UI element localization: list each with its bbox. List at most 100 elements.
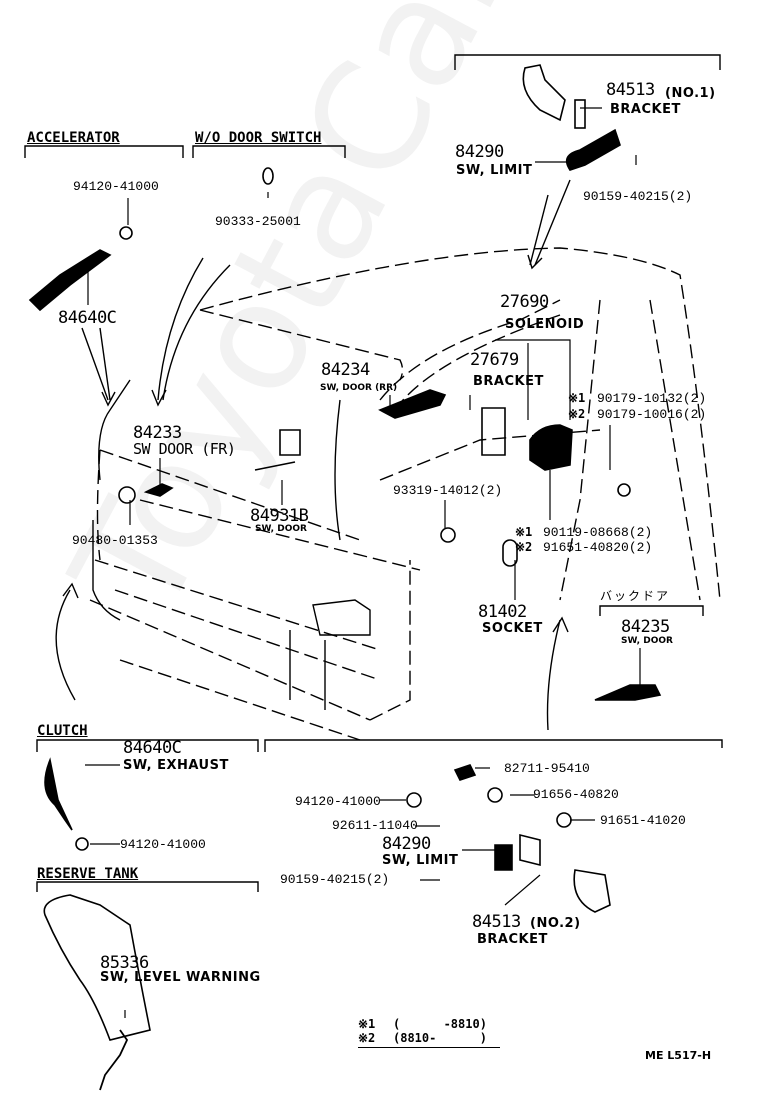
nut-n-acc (119, 226, 133, 240)
door-switch-rr-glyph (378, 389, 447, 419)
part-84513-no2-name: BRACKET (477, 932, 548, 947)
part-91651-41020[interactable]: 91651-41020 (600, 813, 686, 828)
part-90333[interactable]: 90333-25001 (215, 214, 301, 229)
part-84290-bot-number[interactable]: 84290 (382, 834, 431, 854)
part-84234-name: SW, DOOR (RR) (320, 383, 398, 393)
footnote-2-range: (8810- ) (393, 1031, 487, 1045)
part-84233-number[interactable]: 84233 (133, 423, 182, 443)
door-switch-fr-glyph (143, 483, 174, 497)
part-84233-name: SW DOOR (FR) (133, 440, 236, 458)
plug-82711 (453, 764, 477, 781)
section-reserve-tank: RESERVE TANK (37, 866, 139, 882)
level-switch-glyph (99, 1029, 129, 1091)
part-27690-number[interactable]: 27690 (500, 292, 549, 312)
section-wo-door-switch: W/O DOOR SWITCH (195, 130, 322, 146)
section-back-door: バックドア (600, 589, 671, 603)
part-glyphs (28, 64, 662, 1091)
reserve-tank-glyph (43, 894, 151, 1041)
bracket-limit (264, 739, 723, 752)
bracket-top-right (454, 54, 721, 70)
part-92611[interactable]: 92611-11040 (332, 818, 418, 833)
solenoid-bracket-glyph (481, 407, 506, 456)
part-90159-top[interactable]: 90159-40215(2) (583, 189, 693, 204)
part-27690-name: SOLENOID (505, 317, 585, 332)
bracket-clutch (36, 739, 259, 752)
bolt-b-91656 (487, 787, 503, 803)
part-90119-mark: ※1 (515, 525, 533, 539)
part-93319[interactable]: 93319-14012(2) (393, 483, 503, 498)
footnote-1-mark: ※1 (358, 1017, 376, 1031)
part-94120-limit[interactable]: 94120-41000 (295, 794, 381, 809)
part-84513-no2-suffix: (NO.2) (530, 916, 581, 931)
arrows (55, 179, 571, 731)
part-84513-no1-suffix: (NO.1) (665, 86, 716, 101)
part-84513-no2-number[interactable]: 84513 (472, 912, 521, 932)
bracket-no2-glyph (573, 869, 611, 913)
part-84640c-acc[interactable]: 84640C (58, 308, 117, 328)
part-84931b-number[interactable]: 84931B (250, 506, 309, 526)
limit-switch-bot-glyph (494, 844, 513, 871)
part-84234-number[interactable]: 84234 (321, 360, 370, 380)
bolt-b-91651 (556, 812, 572, 828)
part-91651-40820-mark: ※2 (515, 540, 533, 554)
part-85336-name: SW, LEVEL WARNING (100, 970, 261, 985)
part-27679-name: BRACKET (473, 374, 544, 389)
part-84290-top-number[interactable]: 84290 (455, 142, 504, 162)
part-91656[interactable]: 91656-40820 (533, 787, 619, 802)
socket-81402-glyph (502, 539, 518, 567)
bracket-reserve-tank (36, 881, 259, 892)
part-81402-name: SOCKET (482, 621, 543, 636)
solenoid-glyph (529, 424, 573, 471)
part-94120-clutch[interactable]: 94120-41000 (120, 837, 206, 852)
diagram-code: ME L517-H (645, 1049, 712, 1062)
part-90119[interactable]: 90119-08668(2) (543, 525, 653, 540)
bracket-no1-glyph (522, 64, 566, 122)
vehicle-body-solid (92, 379, 371, 710)
part-90179-1[interactable]: 90179-10132(2) (597, 391, 707, 406)
part-82711[interactable]: 82711-95410 (504, 761, 590, 776)
nut-90179 (617, 483, 631, 497)
part-84931b-name: SW, DOOR (255, 524, 307, 534)
bracket-no2-plate (519, 833, 541, 867)
limit-switch-top-glyph (565, 128, 621, 171)
footnote-2-mark: ※2 (358, 1031, 376, 1045)
footnote-table: ※1 ( -8810) ※2 (8810- ) (358, 1017, 500, 1048)
cap-90480 (118, 486, 136, 504)
part-90179-2-mark: ※2 (568, 407, 586, 421)
bracket-wo-door-switch (192, 145, 346, 158)
nut-n-limit (406, 792, 422, 808)
bracket-accelerator (24, 145, 184, 158)
screw-s (440, 527, 456, 543)
part-94120-acc[interactable]: 94120-41000 (73, 179, 159, 194)
part-84640c-clutch-number[interactable]: 84640C (123, 738, 182, 758)
nut-n-clutch (75, 837, 89, 851)
part-27679-number[interactable]: 27679 (470, 350, 519, 370)
part-84290-bot-name: SW, LIMIT (382, 853, 459, 868)
footnote-1-range: ( -8810) (393, 1017, 487, 1031)
part-84513-no1-number[interactable]: 84513 (606, 80, 655, 100)
part-84235-name: SW, DOOR (621, 636, 673, 646)
part-84235-number[interactable]: 84235 (621, 617, 670, 637)
part-84290-top-name: SW, LIMIT (456, 163, 533, 178)
footnote-row-1: ※1 ( -8810) (358, 1017, 500, 1031)
part-84640c-clutch-name: SW, EXHAUST (123, 758, 229, 773)
door-switch-84931b-glyph (254, 429, 301, 471)
bracket-back-door (599, 605, 704, 616)
part-85336-number[interactable]: 85336 (100, 953, 149, 973)
plug-90333 (262, 167, 274, 185)
part-90159-bot[interactable]: 90159-40215(2) (280, 872, 390, 887)
part-84513-no1-name: BRACKET (610, 102, 681, 117)
bracket-no1-plate (574, 99, 586, 129)
section-brackets (24, 54, 723, 892)
section-clutch: CLUTCH (37, 723, 88, 739)
part-90480[interactable]: 90480-01353 (72, 533, 158, 548)
part-90179-1-mark: ※1 (568, 391, 586, 405)
vehicle-body (89, 247, 721, 741)
accelerator-switch-glyph (28, 249, 112, 312)
part-91651-40820[interactable]: 91651-40820(2) (543, 540, 653, 555)
footnote-row-2: ※2 (8810- ) (358, 1031, 500, 1045)
part-81402-number[interactable]: 81402 (478, 602, 527, 622)
part-90179-2[interactable]: 90179-10016(2) (597, 407, 707, 422)
door-switch-84235-glyph (594, 684, 662, 701)
